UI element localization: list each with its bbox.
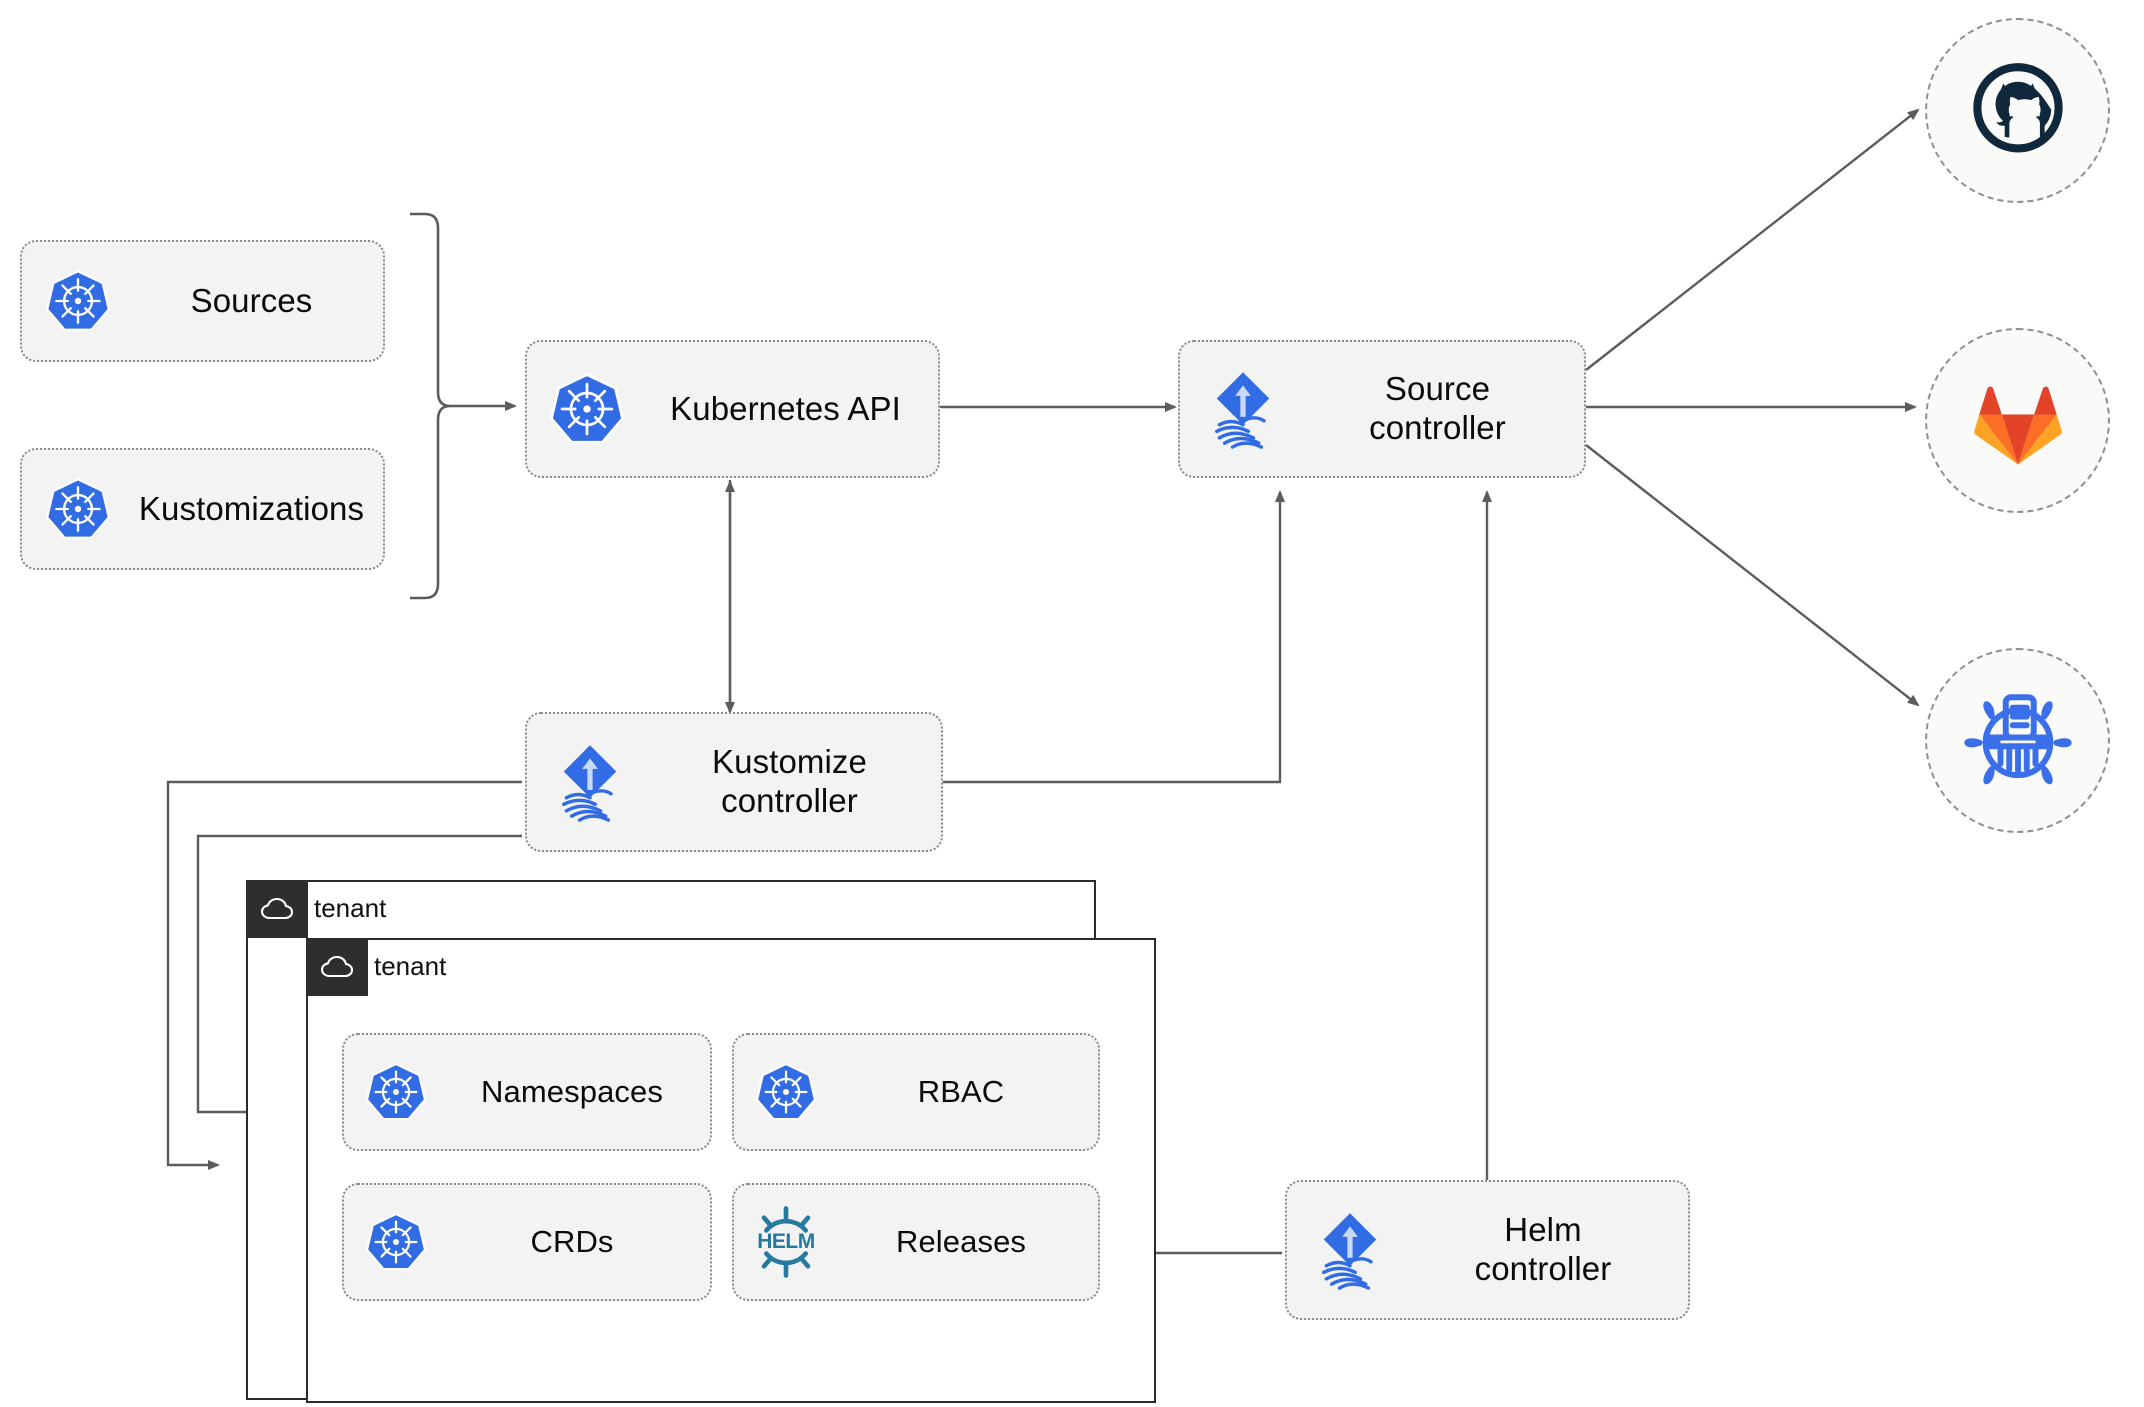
flux-icon	[1180, 367, 1305, 451]
arrow-kustomizectrl-to-sourcectrl	[942, 490, 1285, 784]
node-source-controller[interactable]: Source controller	[1178, 340, 1586, 478]
helm-icon: HELM	[734, 1205, 838, 1279]
arrow-kustomizectrl-to-tenant-1	[166, 780, 522, 1170]
node-label: RBAC	[917, 1073, 1005, 1109]
node-label-line2: controller	[1369, 409, 1506, 446]
node-label: Kustomize controller	[652, 743, 941, 821]
tenant-label-1: tenant	[314, 893, 387, 923]
tenant-tab-1	[245, 879, 308, 938]
kubernetes-icon	[22, 476, 134, 542]
provider-github[interactable]	[1925, 18, 2110, 203]
node-label-line2: controller	[721, 782, 858, 819]
tenant-tab-2	[305, 937, 368, 996]
helm-wordmark: HELM	[757, 1230, 815, 1253]
node-label: Kustomizations	[138, 489, 365, 527]
flux-icon	[1287, 1208, 1412, 1292]
flux-icon	[527, 740, 652, 824]
node-label-line2: controller	[1474, 1250, 1612, 1287]
node-label: Releases	[895, 1223, 1027, 1259]
bucket-chart-icon	[1963, 693, 2072, 784]
node-label-line1: Source	[1384, 370, 1491, 408]
gitlab-icon	[1973, 386, 2062, 465]
kubernetes-icon	[344, 1061, 448, 1123]
brace-sources-kustomizations	[410, 212, 451, 600]
node-label-line1: Helm	[1504, 1211, 1582, 1249]
node-label: Source controller	[1305, 370, 1584, 448]
provider-bucket[interactable]	[1925, 648, 2110, 833]
github-icon	[1972, 62, 2063, 152]
node-label: Namespaces	[481, 1073, 663, 1109]
arrow-sourcectrl-to-github	[1585, 108, 1920, 371]
node-kubernetes-api[interactable]: Kubernetes API	[525, 340, 940, 478]
node-helm-controller[interactable]: Helm controller	[1285, 1180, 1690, 1320]
node-crds[interactable]: CRDs	[342, 1183, 712, 1301]
tenant-label-2: tenant	[374, 951, 447, 981]
node-label: CRDs	[530, 1223, 614, 1259]
cloud-icon	[320, 955, 353, 977]
node-label: Helm controller	[1412, 1211, 1688, 1289]
node-rbac[interactable]: RBAC	[732, 1033, 1100, 1151]
kubernetes-icon	[344, 1211, 448, 1273]
kubernetes-icon	[527, 371, 647, 447]
kubernetes-icon	[22, 268, 134, 334]
node-namespaces[interactable]: Namespaces	[342, 1033, 712, 1151]
node-kustomizations[interactable]: Kustomizations	[20, 448, 385, 570]
cloud-icon	[260, 897, 293, 919]
tenant-frame-2[interactable]: tenant	[305, 937, 1156, 1403]
kubernetes-icon	[734, 1061, 838, 1123]
node-releases[interactable]: HELM Releases	[732, 1183, 1100, 1301]
arrow-sourcectrl-to-bucket	[1585, 444, 1920, 707]
node-label-line1: Kustomize	[712, 743, 867, 781]
node-kustomize-controller[interactable]: Kustomize controller	[525, 712, 943, 852]
provider-gitlab[interactable]	[1925, 328, 2110, 513]
node-label: Kubernetes API	[670, 389, 901, 427]
node-label: Sources	[190, 281, 313, 319]
node-sources[interactable]: Sources	[20, 240, 385, 362]
